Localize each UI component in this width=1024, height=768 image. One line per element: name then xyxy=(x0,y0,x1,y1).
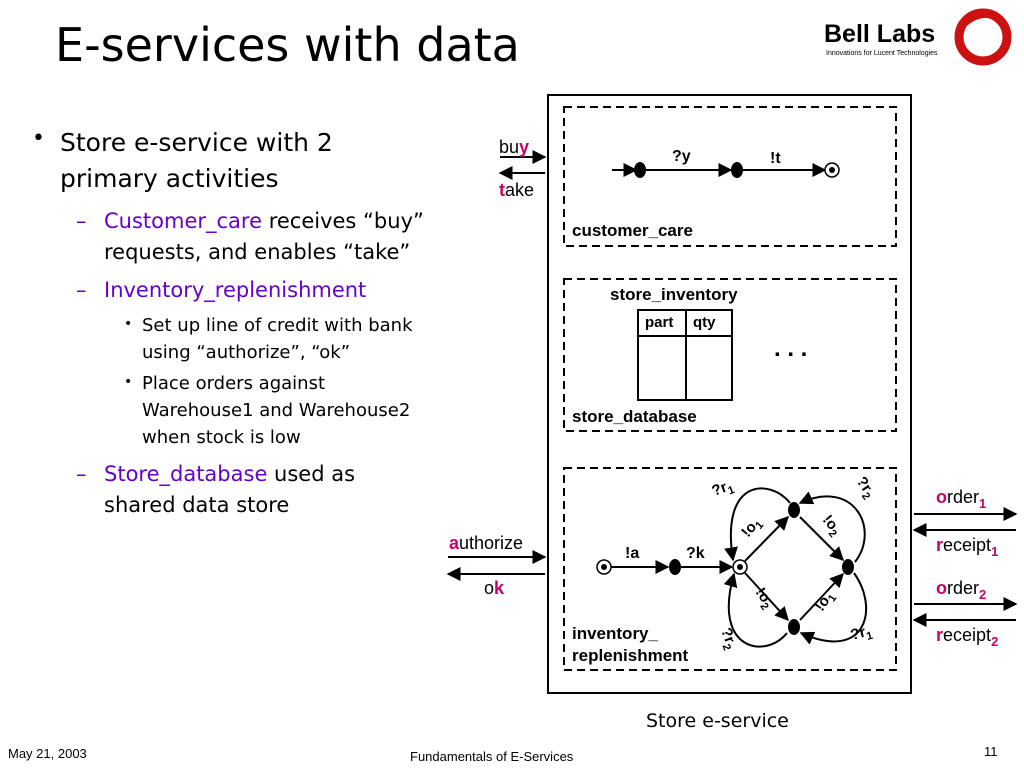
ir-state-bottom xyxy=(788,619,800,635)
ir-hub-state-dot xyxy=(737,564,743,570)
ir-edge-r1-bottom xyxy=(799,572,868,645)
term-customer-care: Customer_care xyxy=(104,209,263,233)
bullet-1-line2: primary activities xyxy=(60,164,279,193)
ir-label-r1-bottom: ?r1 xyxy=(849,622,875,647)
ir-edge-r2-bottom xyxy=(723,572,788,648)
bullet-credit-line1: Set up line of credit with bank xyxy=(142,315,413,336)
port-order1-label: order1 xyxy=(936,487,986,511)
port-order2-label: order2 xyxy=(936,578,986,602)
bullet-store-database-line2: shared data store xyxy=(104,493,290,517)
bullet-1-line1: Store e-service with 2 xyxy=(60,128,333,157)
port-receipt2-label: receipt2 xyxy=(936,625,998,649)
inventory-replenishment-box xyxy=(563,467,897,671)
footer-course: Fundamentals of E-Services xyxy=(410,749,574,764)
ir-state-top xyxy=(788,502,800,518)
ir-state-1 xyxy=(669,559,681,575)
ir-edge-o2-bottom xyxy=(744,572,789,622)
slide-title: E-services with data xyxy=(55,18,520,72)
database-ellipsis: . . . xyxy=(774,335,807,362)
cc-state-2 xyxy=(731,162,743,178)
ir-label-r2-bottom: ?r2 xyxy=(714,626,740,653)
ir-label-r1-top: ?r1 xyxy=(710,477,737,503)
store-database-box xyxy=(563,278,897,432)
cc-state-1 xyxy=(634,162,646,178)
ir-label-r2-top: ?r2 xyxy=(850,474,878,503)
ir-edge-o1-bottom xyxy=(799,572,844,621)
ir-start-state-dot xyxy=(601,564,607,570)
ir-state-right xyxy=(842,559,854,575)
ir-edge-r2-top xyxy=(798,491,866,563)
bullet-customer-care-text: receives “buy” xyxy=(262,209,424,233)
ir-label-a: !a xyxy=(625,545,639,562)
store-database-label: store_database xyxy=(572,407,697,426)
port-receipt1-label: receipt1 xyxy=(936,535,998,559)
cc-final-state-dot xyxy=(829,167,835,173)
port-ok-label: ok xyxy=(484,578,505,598)
ir-label-k: ?k xyxy=(686,545,705,562)
ir-label-o2-top: !o2 xyxy=(817,512,845,540)
term-inventory-replenishment: Inventory_replenishment xyxy=(104,278,367,302)
bell-labs-tagline: Innovations for Lucent Technologies xyxy=(826,50,938,57)
bullet-store-database-text: used as xyxy=(267,462,356,486)
lucent-ring-icon xyxy=(954,8,1012,66)
customer-care-label: customer_care xyxy=(572,221,693,240)
table-col-qty: qty xyxy=(693,314,716,331)
bell-labs-logo-text: Bell Labs xyxy=(824,20,936,48)
inventory-label-line2: replenishment xyxy=(572,646,689,665)
table-col-part: part xyxy=(645,314,673,331)
port-authorize-label: authorize xyxy=(449,533,523,553)
footer-date: May 21, 2003 xyxy=(8,746,87,761)
ir-label-o1-top: !o1 xyxy=(738,514,766,542)
footer-page-number: 11 xyxy=(984,744,998,759)
store-inventory-label: store_inventory xyxy=(610,285,738,304)
bullet-orders-line1: Place orders against xyxy=(142,373,326,394)
port-buy-label: buy xyxy=(499,137,529,157)
customer-care-box xyxy=(563,106,897,247)
diagram-caption: Store e-service xyxy=(646,710,789,732)
bullet-customer-care-line2: requests, and enables “take” xyxy=(104,240,411,264)
ir-edge-o2-top xyxy=(799,516,844,561)
cc-label-t: !t xyxy=(770,150,781,167)
ir-label-o1-bottom: !o1 xyxy=(811,588,839,616)
inventory-label-line1: inventory_ xyxy=(572,624,659,643)
ir-edge-o1-top xyxy=(744,515,789,562)
store-eservice-box xyxy=(547,94,912,694)
port-take-label: take xyxy=(499,180,534,200)
cc-label-y: ?y xyxy=(672,148,691,165)
bullet-credit-line2: using “authorize”, “ok” xyxy=(142,342,351,363)
bullet-orders-line2: Warehouse1 and Warehouse2 xyxy=(142,400,411,421)
ir-edge-r1-top xyxy=(724,487,791,562)
bullet-orders-line3: when stock is low xyxy=(142,427,301,448)
ir-label-o2-bottom: !o2 xyxy=(749,585,777,613)
term-store-database: Store_database xyxy=(104,462,268,486)
